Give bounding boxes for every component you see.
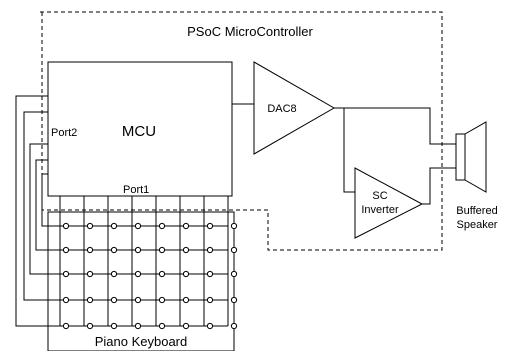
key-switch [110, 222, 118, 230]
key-switch [110, 246, 118, 254]
key-switch [62, 270, 70, 278]
key-switch [182, 322, 190, 330]
port2-label: Port2 [51, 127, 77, 139]
psoc-label: PSoC MicroController [187, 24, 313, 39]
key-switch [158, 322, 166, 330]
key-switch [182, 246, 190, 254]
key-switch [182, 222, 190, 230]
speaker-label-2: Speaker [457, 219, 498, 231]
key-switch [134, 246, 142, 254]
key-switch [206, 322, 214, 330]
key-switch [62, 296, 70, 304]
inverter-label-2: Inverter [361, 204, 399, 216]
key-switch [182, 270, 190, 278]
key-switch [134, 270, 142, 278]
port1-column-wires [59, 196, 229, 326]
keyboard-label: Piano Keyboard [95, 334, 188, 349]
inverter-label-1: SC [372, 190, 387, 202]
key-switch [206, 296, 214, 304]
key-switch [206, 222, 214, 230]
sc-inverter [354, 167, 424, 239]
key-switch [62, 322, 70, 330]
key-switch [158, 246, 166, 254]
key-switch [110, 296, 118, 304]
key-switch [134, 296, 142, 304]
dac8-amplifier [253, 61, 336, 155]
key-switch [86, 296, 94, 304]
key-switch-grid [62, 222, 238, 330]
key-switch [62, 222, 70, 230]
port2-row-wires [15, 95, 60, 327]
speaker-top-wire [344, 107, 456, 145]
key-switch [134, 222, 142, 230]
key-switch [230, 270, 238, 278]
speaker-icon [455, 121, 487, 193]
key-switch [158, 296, 166, 304]
inverter-in-wire [343, 108, 355, 193]
key-switch [206, 246, 214, 254]
key-switch [86, 222, 94, 230]
key-switch [86, 270, 94, 278]
key-switch [182, 296, 190, 304]
key-switch [230, 322, 238, 330]
psoc-boundary [40, 11, 443, 251]
matrix-row-lines [60, 225, 228, 327]
key-switch [62, 246, 70, 254]
port1-label: Port1 [123, 184, 149, 196]
mcu-label: MCU [122, 123, 156, 140]
dac8-label: DAC8 [267, 103, 296, 115]
key-switch [206, 270, 214, 278]
key-switch [110, 322, 118, 330]
key-switch [158, 222, 166, 230]
keyboard-block [47, 211, 235, 351]
key-switch [158, 270, 166, 278]
key-switch [110, 270, 118, 278]
speaker-label-1: Buffered [456, 205, 497, 217]
key-switch [230, 246, 238, 254]
key-switch [86, 246, 94, 254]
key-switch [230, 222, 238, 230]
key-switch [134, 322, 142, 330]
key-switch [86, 322, 94, 330]
mcu-block [47, 61, 233, 197]
inverter-out-wire [422, 167, 456, 205]
key-switch [230, 296, 238, 304]
